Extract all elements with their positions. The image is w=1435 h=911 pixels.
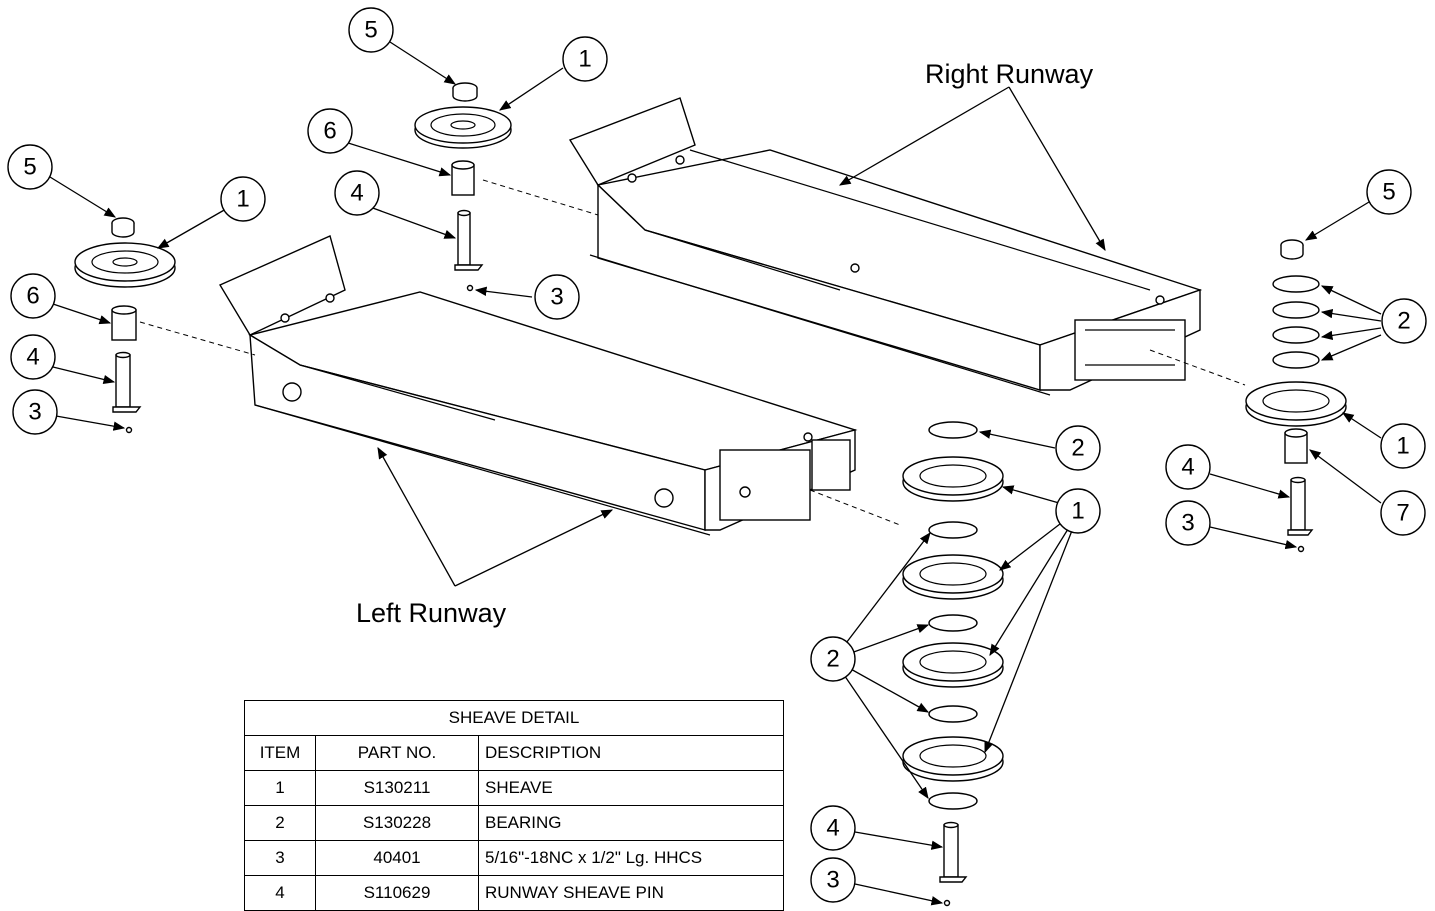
column-header-description: DESCRIPTION: [478, 735, 784, 771]
item-cell: 4: [244, 875, 316, 911]
description-cell: BEARING: [478, 805, 784, 841]
callout-bubble: 1: [1055, 488, 1101, 534]
callout-bubble: 3: [12, 389, 58, 435]
callout-bubble: 1: [220, 176, 266, 222]
callout-bubble: 3: [1165, 500, 1211, 546]
callout-number: 6: [323, 118, 336, 145]
callout-number: 4: [26, 344, 39, 371]
callout-number: 3: [550, 284, 563, 311]
table-row: 3 40401 5/16"-18NC x 1/2" Lg. HHCS: [244, 840, 784, 876]
table-row: 4 S110629 RUNWAY SHEAVE PIN: [244, 875, 784, 911]
table-title: SHEAVE DETAIL: [244, 700, 784, 736]
callout-bubble: 5: [1366, 169, 1412, 215]
part-no-cell: S130211: [315, 770, 479, 806]
table-row: 1 S130211 SHEAVE: [244, 770, 784, 806]
callout-bubble: 1: [1380, 423, 1426, 469]
part-no-cell: S110629: [315, 875, 479, 911]
callout-bubble: 4: [1165, 444, 1211, 490]
item-cell: 1: [244, 770, 316, 806]
callout-number: 2: [826, 646, 839, 673]
callout-bubble: 5: [7, 144, 53, 190]
callout-number: 1: [578, 46, 591, 73]
callout-number: 6: [26, 283, 39, 310]
sheave-stack-right: [1245, 239, 1347, 553]
column-header-item: ITEM: [244, 735, 316, 771]
callout-number: 7: [1396, 500, 1409, 527]
callout-bubble: 1: [562, 36, 608, 82]
table-title-row: SHEAVE DETAIL: [244, 700, 784, 736]
part-no-cell: 40401: [315, 840, 479, 876]
callout-bubble: 4: [334, 170, 380, 216]
column-header-part-no: PART NO.: [315, 735, 479, 771]
callout-number: 5: [1382, 179, 1395, 206]
callout-number: 3: [28, 399, 41, 426]
sheave-stack-center: [902, 421, 1004, 907]
description-cell: 5/16"-18NC x 1/2" Lg. HHCS: [478, 840, 784, 876]
leader-lines: [46, 41, 1382, 906]
callout-bubble: 3: [810, 857, 856, 903]
callout-number: 1: [236, 186, 249, 213]
left-runway-label: Left Runway: [356, 598, 507, 628]
callout-bubble: 2: [810, 636, 856, 682]
item-cell: 3: [244, 840, 316, 876]
sheave-stack-far-left: [74, 217, 176, 434]
description-cell: SHEAVE: [478, 770, 784, 806]
table-header-row: ITEM PART NO. DESCRIPTION: [244, 735, 784, 771]
sheave-stack-left-top: [414, 82, 512, 292]
callout-bubble: 4: [810, 805, 856, 851]
callout-number: 2: [1397, 308, 1410, 335]
callout-number: 4: [826, 815, 839, 842]
description-cell: RUNWAY SHEAVE PIN: [478, 875, 784, 911]
left-runway: [218, 235, 858, 536]
callout-number: 1: [1071, 498, 1084, 525]
callout-number: 4: [1181, 454, 1194, 481]
callout-bubble: 3: [534, 274, 580, 320]
right-runway-label: Right Runway: [925, 59, 1094, 89]
callout-bubble: 6: [10, 273, 56, 319]
part-no-cell: S130228: [315, 805, 479, 841]
callout-number: 2: [1071, 435, 1084, 462]
callout-bubble: 4: [10, 334, 56, 380]
callout-number: 1: [1396, 433, 1409, 460]
callout-number: 3: [1181, 510, 1194, 537]
callout-bubble: 5: [348, 7, 394, 53]
callout-bubble: 2: [1381, 298, 1427, 344]
callout-bubble: 2: [1055, 425, 1101, 471]
item-cell: 2: [244, 805, 316, 841]
callout-bubble: 6: [307, 108, 353, 154]
callout-number: 5: [23, 154, 36, 181]
callout-number: 5: [364, 17, 377, 44]
table-row: 2 S130228 BEARING: [244, 805, 784, 841]
right-runway: [568, 97, 1203, 396]
callout-number: 4: [350, 180, 363, 207]
callout-number: 3: [826, 867, 839, 894]
callout-bubble: 7: [1380, 490, 1426, 536]
sheave-detail-table: SHEAVE DETAIL ITEM PART NO. DESCRIPTION …: [244, 700, 784, 911]
